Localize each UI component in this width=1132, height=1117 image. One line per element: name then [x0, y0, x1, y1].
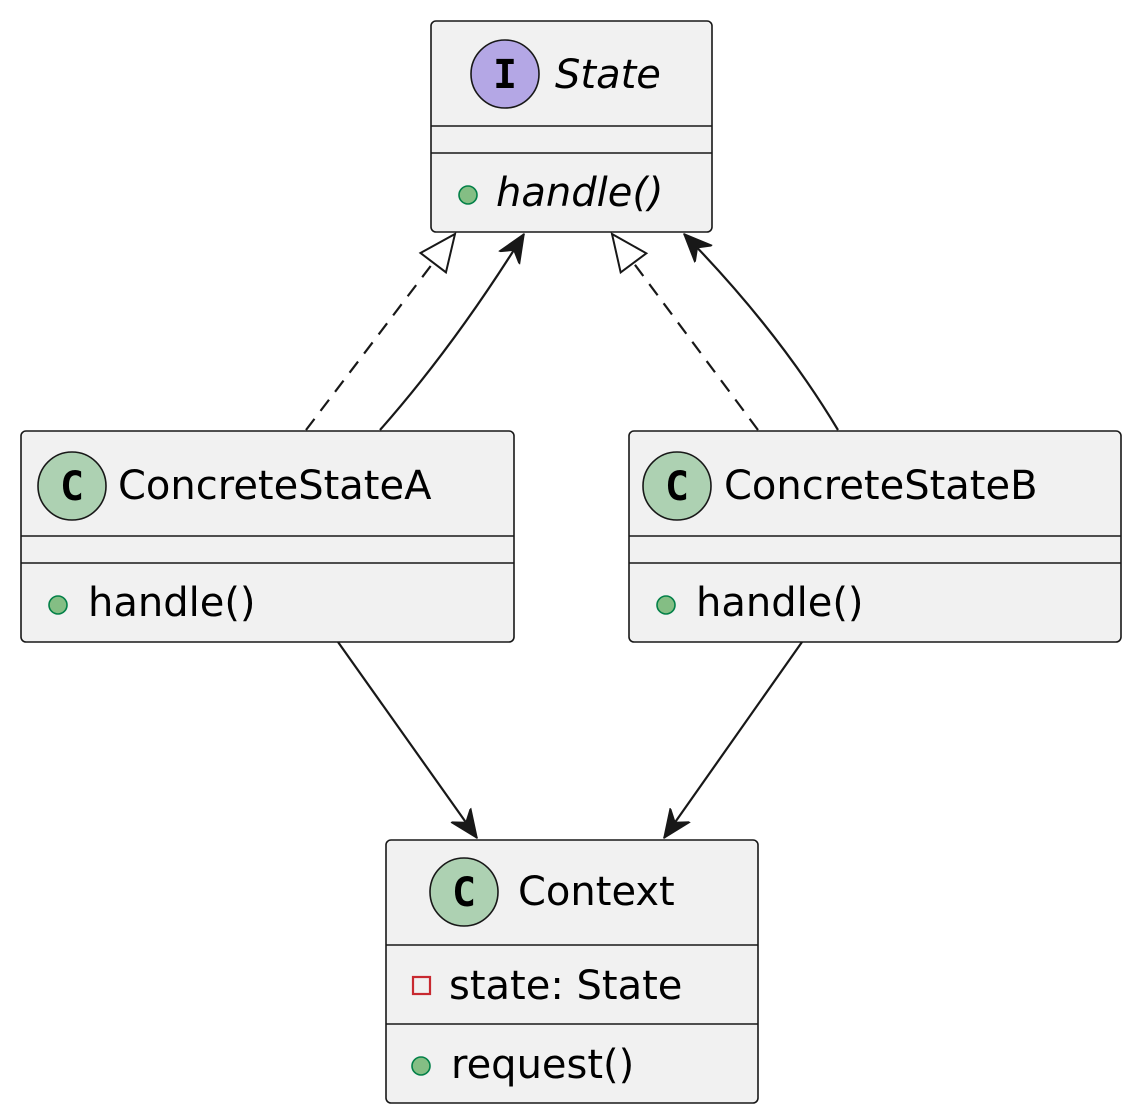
interface-badge-icon [470, 39, 540, 109]
edge-concrete-a-to-context [337, 641, 478, 838]
class-badge-icon [642, 451, 712, 521]
method-concrete-state-a-handle: handle() [88, 580, 256, 626]
edge-concrete-b-to-context [663, 641, 803, 838]
method-context-request: request() [451, 1042, 634, 1088]
class-box-context: C Context state: State request() [385, 839, 759, 1104]
class-box-concrete-state-a: C ConcreteStateA handle() [20, 430, 515, 643]
class-name-concrete-state-b: ConcreteStateB [724, 463, 1038, 509]
edge-concrete-a-to-state [379, 234, 525, 431]
class-badge-icon [37, 451, 107, 521]
method-concrete-state-b-handle: handle() [696, 580, 864, 626]
class-box-state: I State handle() [430, 20, 713, 233]
field-context-state: state: State [449, 963, 682, 1009]
class-badge-icon [429, 857, 499, 927]
class-box-concrete-state-b: C ConcreteStateB handle() [628, 430, 1122, 643]
interface-badge-letter: I [493, 52, 517, 98]
class-badge-letter: C [665, 464, 689, 510]
public-visibility-icon [411, 1056, 431, 1076]
class-name-context: Context [518, 869, 675, 915]
class-name-state: State [555, 52, 661, 98]
class-badge-letter: C [452, 870, 476, 916]
class-badge-letter: C [60, 464, 84, 510]
edge-concrete-b-realizes-state [612, 234, 759, 431]
public-visibility-icon [48, 595, 68, 615]
class-name-concrete-state-a: ConcreteStateA [118, 463, 432, 509]
edge-concrete-a-realizes-state [305, 234, 455, 431]
edge-concrete-b-to-state [683, 233, 839, 431]
private-visibility-icon [411, 975, 432, 996]
public-visibility-icon [458, 185, 478, 205]
method-state-handle: handle() [496, 170, 664, 216]
public-visibility-icon [656, 595, 676, 615]
